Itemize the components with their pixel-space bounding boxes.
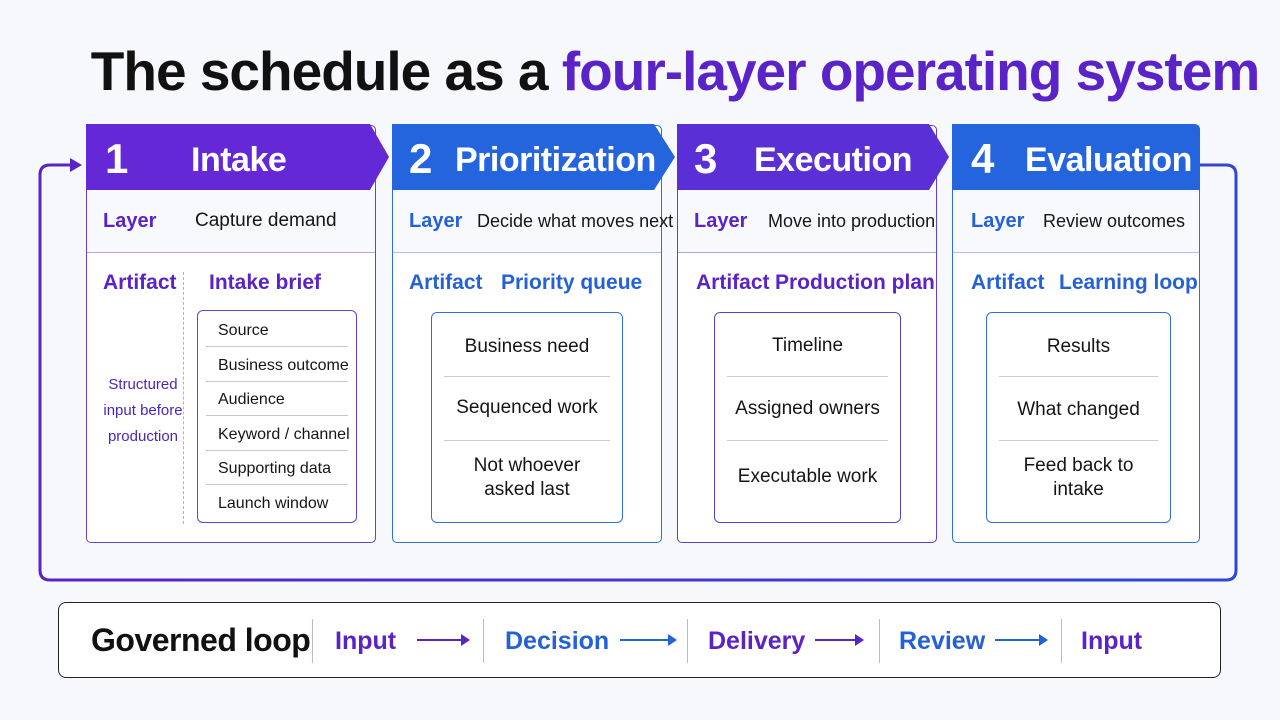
- layer-label: Layer: [409, 210, 463, 232]
- layer-number: 2: [409, 135, 433, 182]
- governed-loop-bar: Governed loop Input Decision Delivery Re…: [58, 602, 1221, 678]
- artifact-value: Priority queue: [501, 271, 643, 294]
- divider: [206, 484, 348, 485]
- divider: [999, 376, 1158, 377]
- separator: [483, 619, 484, 663]
- separator: [312, 619, 313, 663]
- list-item: Assigned owners: [735, 398, 880, 419]
- list-item: Results: [1046, 336, 1111, 357]
- layer-card-intake: 1 Intake Layer Capture demand Artifact I…: [86, 124, 389, 543]
- intake-brief-list: Source Business outcome Audience Keyword…: [197, 310, 357, 523]
- layer-value: Capture demand: [195, 210, 337, 231]
- divider: [444, 440, 610, 441]
- divider: [206, 381, 348, 382]
- divider: [444, 376, 610, 377]
- list-item: Timeline: [771, 335, 844, 356]
- list-item: Launch window: [218, 495, 329, 512]
- header-band: [86, 124, 389, 190]
- title-part-2: four-layer operating system: [561, 40, 1260, 102]
- layer-row: Layer Review outcomes: [953, 190, 1199, 253]
- arrow-right-icon: [995, 634, 1048, 646]
- layer-card-execution: 3 Execution Layer Move into production A…: [677, 124, 949, 543]
- divider: [999, 440, 1158, 441]
- artifact-value: Intake brief: [209, 271, 322, 294]
- layer-number: 4: [971, 135, 995, 182]
- list-item: Supporting data: [218, 460, 331, 477]
- side-note: Structured input before production: [103, 376, 183, 445]
- list-item: Business need: [464, 336, 590, 357]
- layer-value: Move into production: [768, 211, 936, 231]
- dashed-divider: [183, 272, 184, 524]
- divider: [206, 450, 348, 451]
- artifact-label: Artifact: [696, 271, 770, 294]
- title-part-1: The schedule as a: [90, 40, 549, 102]
- artifact-value: Production plan: [775, 271, 935, 294]
- layer-name: Intake: [191, 141, 287, 179]
- list-item: Sequenced work: [456, 397, 598, 418]
- step-decision: Decision: [505, 627, 610, 655]
- separator: [1061, 619, 1062, 663]
- header-band: [677, 124, 949, 190]
- layer-name: Evaluation: [1025, 141, 1192, 179]
- list-item: Executable work: [737, 466, 878, 487]
- layer-value: Review outcomes: [1043, 211, 1186, 231]
- priority-queue-list: Business need Sequenced work Not whoever…: [431, 312, 623, 523]
- list-item: Feed back to intake: [1023, 455, 1134, 500]
- layer-number: 1: [105, 135, 129, 182]
- divider: [206, 346, 348, 347]
- arrow-right-icon: [620, 634, 677, 646]
- layer-name: Execution: [754, 141, 912, 179]
- step-delivery: Delivery: [708, 627, 806, 655]
- layer-name: Prioritization: [455, 141, 656, 179]
- layer-number: 3: [694, 135, 718, 182]
- arrow-right-icon: [417, 634, 470, 646]
- list-item: What changed: [1017, 399, 1140, 420]
- divider: [727, 440, 888, 441]
- arrow-right-icon: [815, 634, 864, 646]
- divider: [727, 376, 888, 377]
- layer-value: Decide what moves next: [477, 211, 674, 231]
- layer-label: Layer: [971, 210, 1025, 232]
- artifact-label: Artifact: [103, 271, 177, 294]
- step-input: Input: [335, 627, 397, 655]
- list-item: Keyword / channel: [218, 426, 350, 443]
- artifact-label: Artifact: [971, 271, 1045, 294]
- layer-row: Layer Decide what moves next: [393, 190, 673, 253]
- step-input-return: Input: [1081, 627, 1143, 655]
- separator: [879, 619, 880, 663]
- list-item: Audience: [218, 391, 285, 408]
- layer-label: Layer: [694, 210, 748, 232]
- layer-label: Layer: [103, 210, 157, 232]
- layer-row: Layer Move into production: [678, 190, 936, 253]
- artifact-value: Learning loop: [1059, 271, 1198, 294]
- layer-row: Layer Capture demand: [87, 190, 375, 253]
- list-item: Business outcome: [218, 357, 349, 374]
- page-title: The schedule as a four-layer operating s…: [0, 36, 1280, 106]
- divider: [206, 415, 348, 416]
- governed-loop-label: Governed loop: [91, 622, 311, 658]
- list-item: Source: [218, 322, 269, 339]
- header-band: [952, 124, 1200, 190]
- production-plan-list: Timeline Assigned owners Executable work: [714, 312, 901, 523]
- step-review: Review: [899, 627, 986, 655]
- separator: [687, 619, 688, 663]
- list-item: Not whoever asked last: [473, 455, 581, 500]
- header-band: [392, 124, 675, 190]
- layer-card-evaluation: 4 Evaluation Layer Review outcomes Artif…: [952, 124, 1200, 543]
- learning-loop-list: Results What changed Feed back to intake: [986, 312, 1171, 523]
- artifact-label: Artifact: [409, 271, 483, 294]
- layer-card-prioritization: 2 Prioritization Layer Decide what moves…: [392, 124, 675, 543]
